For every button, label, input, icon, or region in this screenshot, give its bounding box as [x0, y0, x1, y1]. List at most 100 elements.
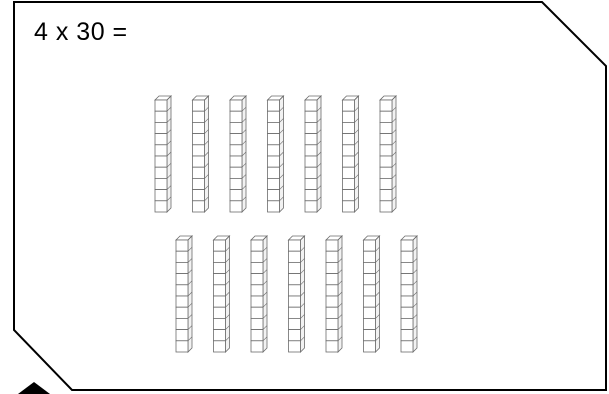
- unit-cube: [214, 251, 226, 262]
- unit-cube: [251, 274, 263, 285]
- unit-cube: [364, 240, 376, 251]
- unit-cube: [251, 240, 263, 251]
- unit-cube: [305, 100, 317, 111]
- unit-cube: [289, 262, 301, 273]
- unit-cube: [343, 100, 355, 111]
- unit-cube: [326, 240, 338, 251]
- unit-cube: [251, 251, 263, 262]
- unit-cube: [176, 240, 188, 251]
- unit-cube: [401, 251, 413, 262]
- unit-cube: [380, 134, 392, 145]
- unit-cube: [343, 156, 355, 167]
- ten-rod: [343, 96, 359, 212]
- unit-cube: [230, 134, 242, 145]
- ten-rod: [230, 96, 246, 212]
- unit-cube: [401, 307, 413, 318]
- unit-cube: [230, 122, 242, 133]
- unit-cube: [176, 274, 188, 285]
- unit-cube: [268, 134, 280, 145]
- unit-cube: [214, 341, 226, 352]
- unit-cube: [268, 178, 280, 189]
- unit-cube: [343, 145, 355, 156]
- unit-cube: [268, 111, 280, 122]
- unit-cube: [289, 274, 301, 285]
- unit-cube: [193, 178, 205, 189]
- unit-cube: [343, 167, 355, 178]
- unit-cube: [364, 307, 376, 318]
- unit-cube: [380, 167, 392, 178]
- unit-cube: [176, 318, 188, 329]
- unit-cube: [214, 330, 226, 341]
- unit-cube: [289, 318, 301, 329]
- ten-rod: [305, 96, 321, 212]
- ten-rod: [401, 236, 417, 352]
- unit-cube: [155, 190, 167, 201]
- unit-cube: [326, 307, 338, 318]
- unit-cube: [305, 178, 317, 189]
- ten-rod: [268, 96, 284, 212]
- unit-cube: [401, 274, 413, 285]
- unit-cube: [268, 122, 280, 133]
- unit-cube: [230, 167, 242, 178]
- unit-cube: [343, 190, 355, 201]
- unit-cube: [230, 201, 242, 212]
- unit-cube: [155, 134, 167, 145]
- unit-cube: [326, 296, 338, 307]
- unit-cube: [364, 296, 376, 307]
- unit-cube: [326, 285, 338, 296]
- unit-cube: [268, 145, 280, 156]
- unit-cube: [251, 330, 263, 341]
- ten-rod: [251, 236, 267, 352]
- unit-cube: [305, 111, 317, 122]
- ten-rod: [364, 236, 380, 352]
- unit-cube: [214, 296, 226, 307]
- unit-cube: [176, 262, 188, 273]
- unit-cube: [214, 318, 226, 329]
- unit-cube: [193, 100, 205, 111]
- unit-cube: [268, 156, 280, 167]
- unit-cube: [305, 156, 317, 167]
- unit-cube: [214, 307, 226, 318]
- unit-cube: [401, 330, 413, 341]
- unit-cube: [251, 318, 263, 329]
- unit-cube: [305, 122, 317, 133]
- unit-cube: [343, 134, 355, 145]
- unit-cube: [214, 274, 226, 285]
- unit-cube: [268, 201, 280, 212]
- unit-cube: [326, 318, 338, 329]
- ten-rod: [289, 236, 305, 352]
- unit-cube: [193, 122, 205, 133]
- unit-cube: [401, 240, 413, 251]
- unit-cube: [268, 190, 280, 201]
- unit-cube: [176, 251, 188, 262]
- unit-cube: [305, 167, 317, 178]
- unit-cube: [305, 145, 317, 156]
- unit-cube: [401, 285, 413, 296]
- unit-cube: [155, 167, 167, 178]
- unit-cube: [230, 178, 242, 189]
- unit-cube: [251, 285, 263, 296]
- unit-cube: [193, 167, 205, 178]
- unit-cube: [155, 122, 167, 133]
- unit-cube: [268, 100, 280, 111]
- unit-cube: [364, 285, 376, 296]
- unit-cube: [343, 178, 355, 189]
- unit-cube: [380, 111, 392, 122]
- unit-cube: [251, 296, 263, 307]
- unit-cube: [230, 145, 242, 156]
- unit-cube: [193, 190, 205, 201]
- unit-cube: [343, 111, 355, 122]
- unit-cube: [364, 330, 376, 341]
- unit-cube: [193, 134, 205, 145]
- ten-rod: [326, 236, 342, 352]
- unit-cube: [305, 190, 317, 201]
- unit-cube: [364, 262, 376, 273]
- ten-rod: [176, 236, 192, 352]
- unit-cube: [305, 201, 317, 212]
- unit-cube: [380, 190, 392, 201]
- unit-cube: [289, 251, 301, 262]
- unit-cube: [364, 274, 376, 285]
- unit-cube: [193, 111, 205, 122]
- unit-cube: [289, 341, 301, 352]
- unit-cube: [214, 262, 226, 273]
